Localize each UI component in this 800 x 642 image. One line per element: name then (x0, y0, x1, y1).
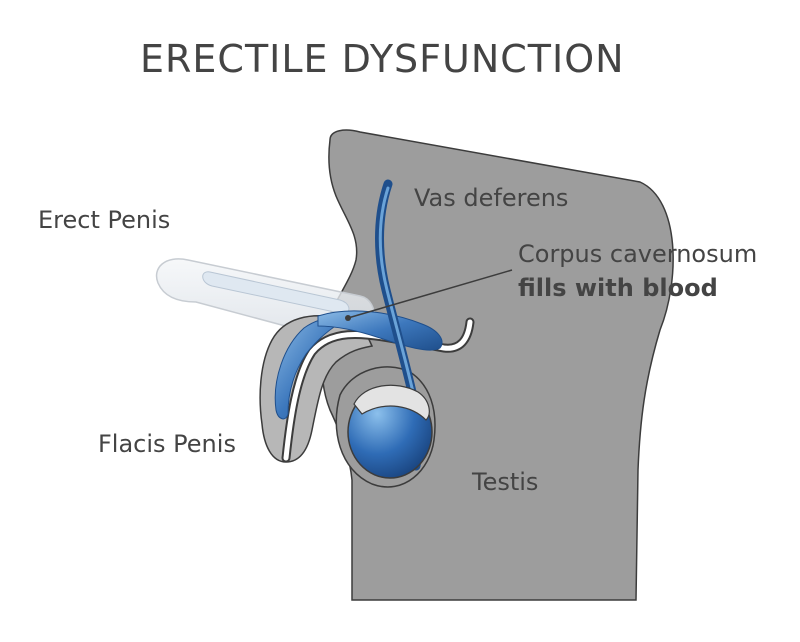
epididymis-cap (353, 384, 430, 421)
diagram-title: ERECTILE DYSFUNCTION (140, 37, 625, 81)
label-fills-with-blood: fills with blood (518, 274, 718, 302)
label-vas-deferens: Vas deferens (414, 184, 568, 212)
urethra-tube-inner (283, 319, 473, 461)
corpus-cavernosum-leader-line (347, 269, 513, 319)
corpus-cavernosum-flacid (274, 316, 350, 420)
label-corpus-cavernosum: Corpus cavernosum (518, 240, 757, 268)
label-erect-penis: Erect Penis (38, 206, 170, 234)
leader-line-dot (345, 315, 351, 321)
vas-deferens-highlight (378, 186, 415, 394)
label-testis: Testis (471, 468, 538, 496)
label-flacid-penis: Flacis Penis (98, 430, 236, 458)
